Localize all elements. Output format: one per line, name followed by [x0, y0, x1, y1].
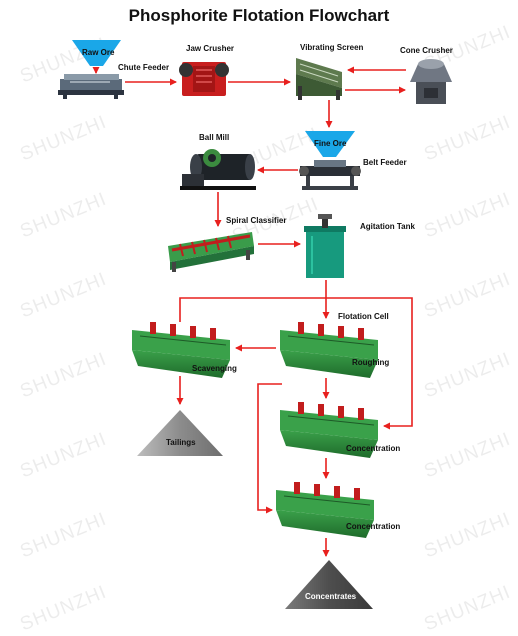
label-concentration-1: Concentration: [346, 444, 401, 453]
label-jaw-crusher: Jaw Crusher: [186, 44, 235, 53]
flotation-cell-scavenging: [132, 322, 230, 378]
belt-feeder-machine: [299, 160, 361, 190]
tailings-pile: [137, 410, 223, 456]
concentrates-pile: [285, 560, 373, 609]
ball-mill-machine: [180, 149, 256, 190]
chute-feeder-machine: [58, 74, 124, 99]
arrow-concentration-return: [257, 383, 282, 514]
vibrating-screen-machine: [296, 58, 342, 100]
label-raw-ore: Raw Ore: [82, 48, 115, 57]
label-tailings: Tailings: [166, 438, 196, 447]
flotation-cell-concentration-2: [276, 482, 374, 538]
label-cone-crusher: Cone Crusher: [400, 46, 453, 55]
spiral-classifier-machine: [168, 232, 254, 272]
flow-arrows: [92, 66, 413, 557]
label-chute-feeder: Chute Feeder: [118, 63, 170, 72]
label-flotation-cell: Flotation Cell: [338, 312, 389, 321]
label-spiral-classifier: Spiral Classifier: [226, 216, 287, 225]
label-ball-mill: Ball Mill: [199, 133, 230, 142]
label-belt-feeder: Belt Feeder: [363, 158, 407, 167]
label-concentration-2: Concentration: [346, 522, 401, 531]
jaw-crusher-machine: [179, 62, 229, 96]
flotation-cell-roughing: [280, 322, 378, 378]
fine-ore-hopper: [305, 131, 355, 157]
page-title: Phosphorite Flotation Flowchart: [128, 6, 390, 25]
flotation-cell-concentration-1: [280, 402, 378, 458]
agitation-tank-machine: [304, 214, 346, 278]
label-agitation-tank: Agitation Tank: [360, 222, 415, 231]
label-scavenging: Scavenging: [192, 364, 237, 373]
label-roughing: Roughing: [352, 358, 390, 367]
label-vibrating-screen: Vibrating Screen: [300, 43, 364, 52]
raw-ore-hopper: [72, 40, 121, 66]
cone-crusher-machine: [410, 59, 452, 104]
arrow-roughing-loop-top: [179, 297, 413, 430]
label-concentrates: Concentrates: [305, 592, 357, 601]
flowchart-canvas: [58, 40, 452, 609]
label-fine-ore: Fine Ore: [314, 139, 347, 148]
